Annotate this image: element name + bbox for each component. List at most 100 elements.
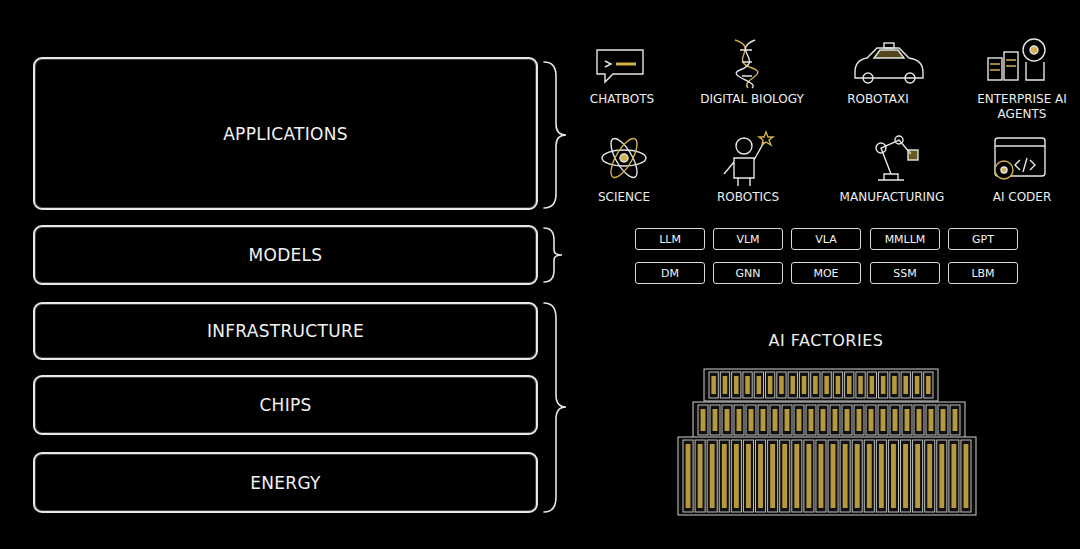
model-name: MOE [813,267,838,280]
rack [773,409,778,431]
rack [811,372,820,398]
rack [704,369,938,401]
rack [698,444,703,508]
rack [761,409,766,431]
rack [743,372,752,398]
rack [710,405,720,435]
rack [856,372,865,398]
rack [799,372,808,398]
rack [901,440,911,512]
rack [802,376,807,394]
rack [937,440,947,512]
rack [843,444,848,508]
rack [746,444,751,508]
rack [794,444,799,508]
layer-name: MODELS [249,245,323,265]
rack [951,444,956,508]
rack [869,409,874,431]
rack [926,405,936,435]
rack [867,372,876,398]
rack [746,405,756,435]
rack [878,405,888,435]
rack [707,440,717,512]
rack [917,409,922,431]
rack [867,444,872,508]
rack [925,440,935,512]
model-tag: LLM [635,228,705,250]
model-name: VLM [736,233,759,246]
rack [813,376,818,394]
rack [964,444,969,508]
rack [901,372,910,398]
model-name: DM [661,267,679,280]
model-tag: VLM [713,228,783,250]
model-tag: GPT [948,228,1018,250]
icon-label: AI CODER [993,190,1052,205]
rack [903,376,908,394]
rack [701,409,706,431]
rack [892,376,897,394]
rack [822,372,831,398]
rack [845,409,850,431]
rack [709,372,718,398]
rack [782,444,787,508]
icon-label: CHATBOTS [590,92,654,107]
rack [758,405,768,435]
rack [743,440,753,512]
model-tag: SSM [870,262,940,284]
rack [711,376,716,394]
rack [870,376,875,394]
rack [914,405,924,435]
rack [731,440,741,512]
model-tag: GNN [713,262,783,284]
model-name: GNN [736,267,761,280]
rack [854,405,864,435]
rack [713,409,718,431]
icon-label: MANUFACTURING [840,190,945,205]
rack [782,405,792,435]
model-name: SSM [893,267,916,280]
icon-label: ROBOTICS [717,190,779,205]
rack [912,372,921,398]
rack [938,405,948,435]
rack [890,372,899,398]
layer-name: INFRASTRUCTURE [207,321,364,341]
rack [734,376,739,394]
section-heading: AI FACTORIES [769,333,884,348]
model-name: GPT [972,233,994,246]
rack [734,405,744,435]
layer-name: ENERGY [250,473,321,493]
rack [720,372,729,398]
icon-label: ROBOTAXI [847,92,909,107]
rack [852,440,862,512]
rack [788,372,797,398]
rack [770,444,775,508]
rack [858,376,863,394]
rack [722,405,732,435]
rack [779,376,784,394]
rack [770,405,780,435]
rack [804,440,814,512]
icon-label: ENTERPRISE AI AGENTS [972,92,1072,122]
rack [924,372,933,398]
rack [941,409,946,431]
rack [961,440,971,512]
rack [818,405,828,435]
rack [693,402,965,438]
model-tag: MOE [791,262,861,284]
rack [678,437,976,515]
rack [797,409,802,431]
layer-name: CHIPS [259,395,311,415]
rack [833,409,838,431]
rack [879,444,884,508]
rack [756,440,766,512]
rack [902,405,912,435]
rack [879,372,888,398]
rack [830,405,840,435]
rack [840,440,850,512]
rack [732,372,741,398]
rack [686,444,691,508]
rack [824,376,829,394]
rack [745,376,750,394]
rack [888,440,898,512]
